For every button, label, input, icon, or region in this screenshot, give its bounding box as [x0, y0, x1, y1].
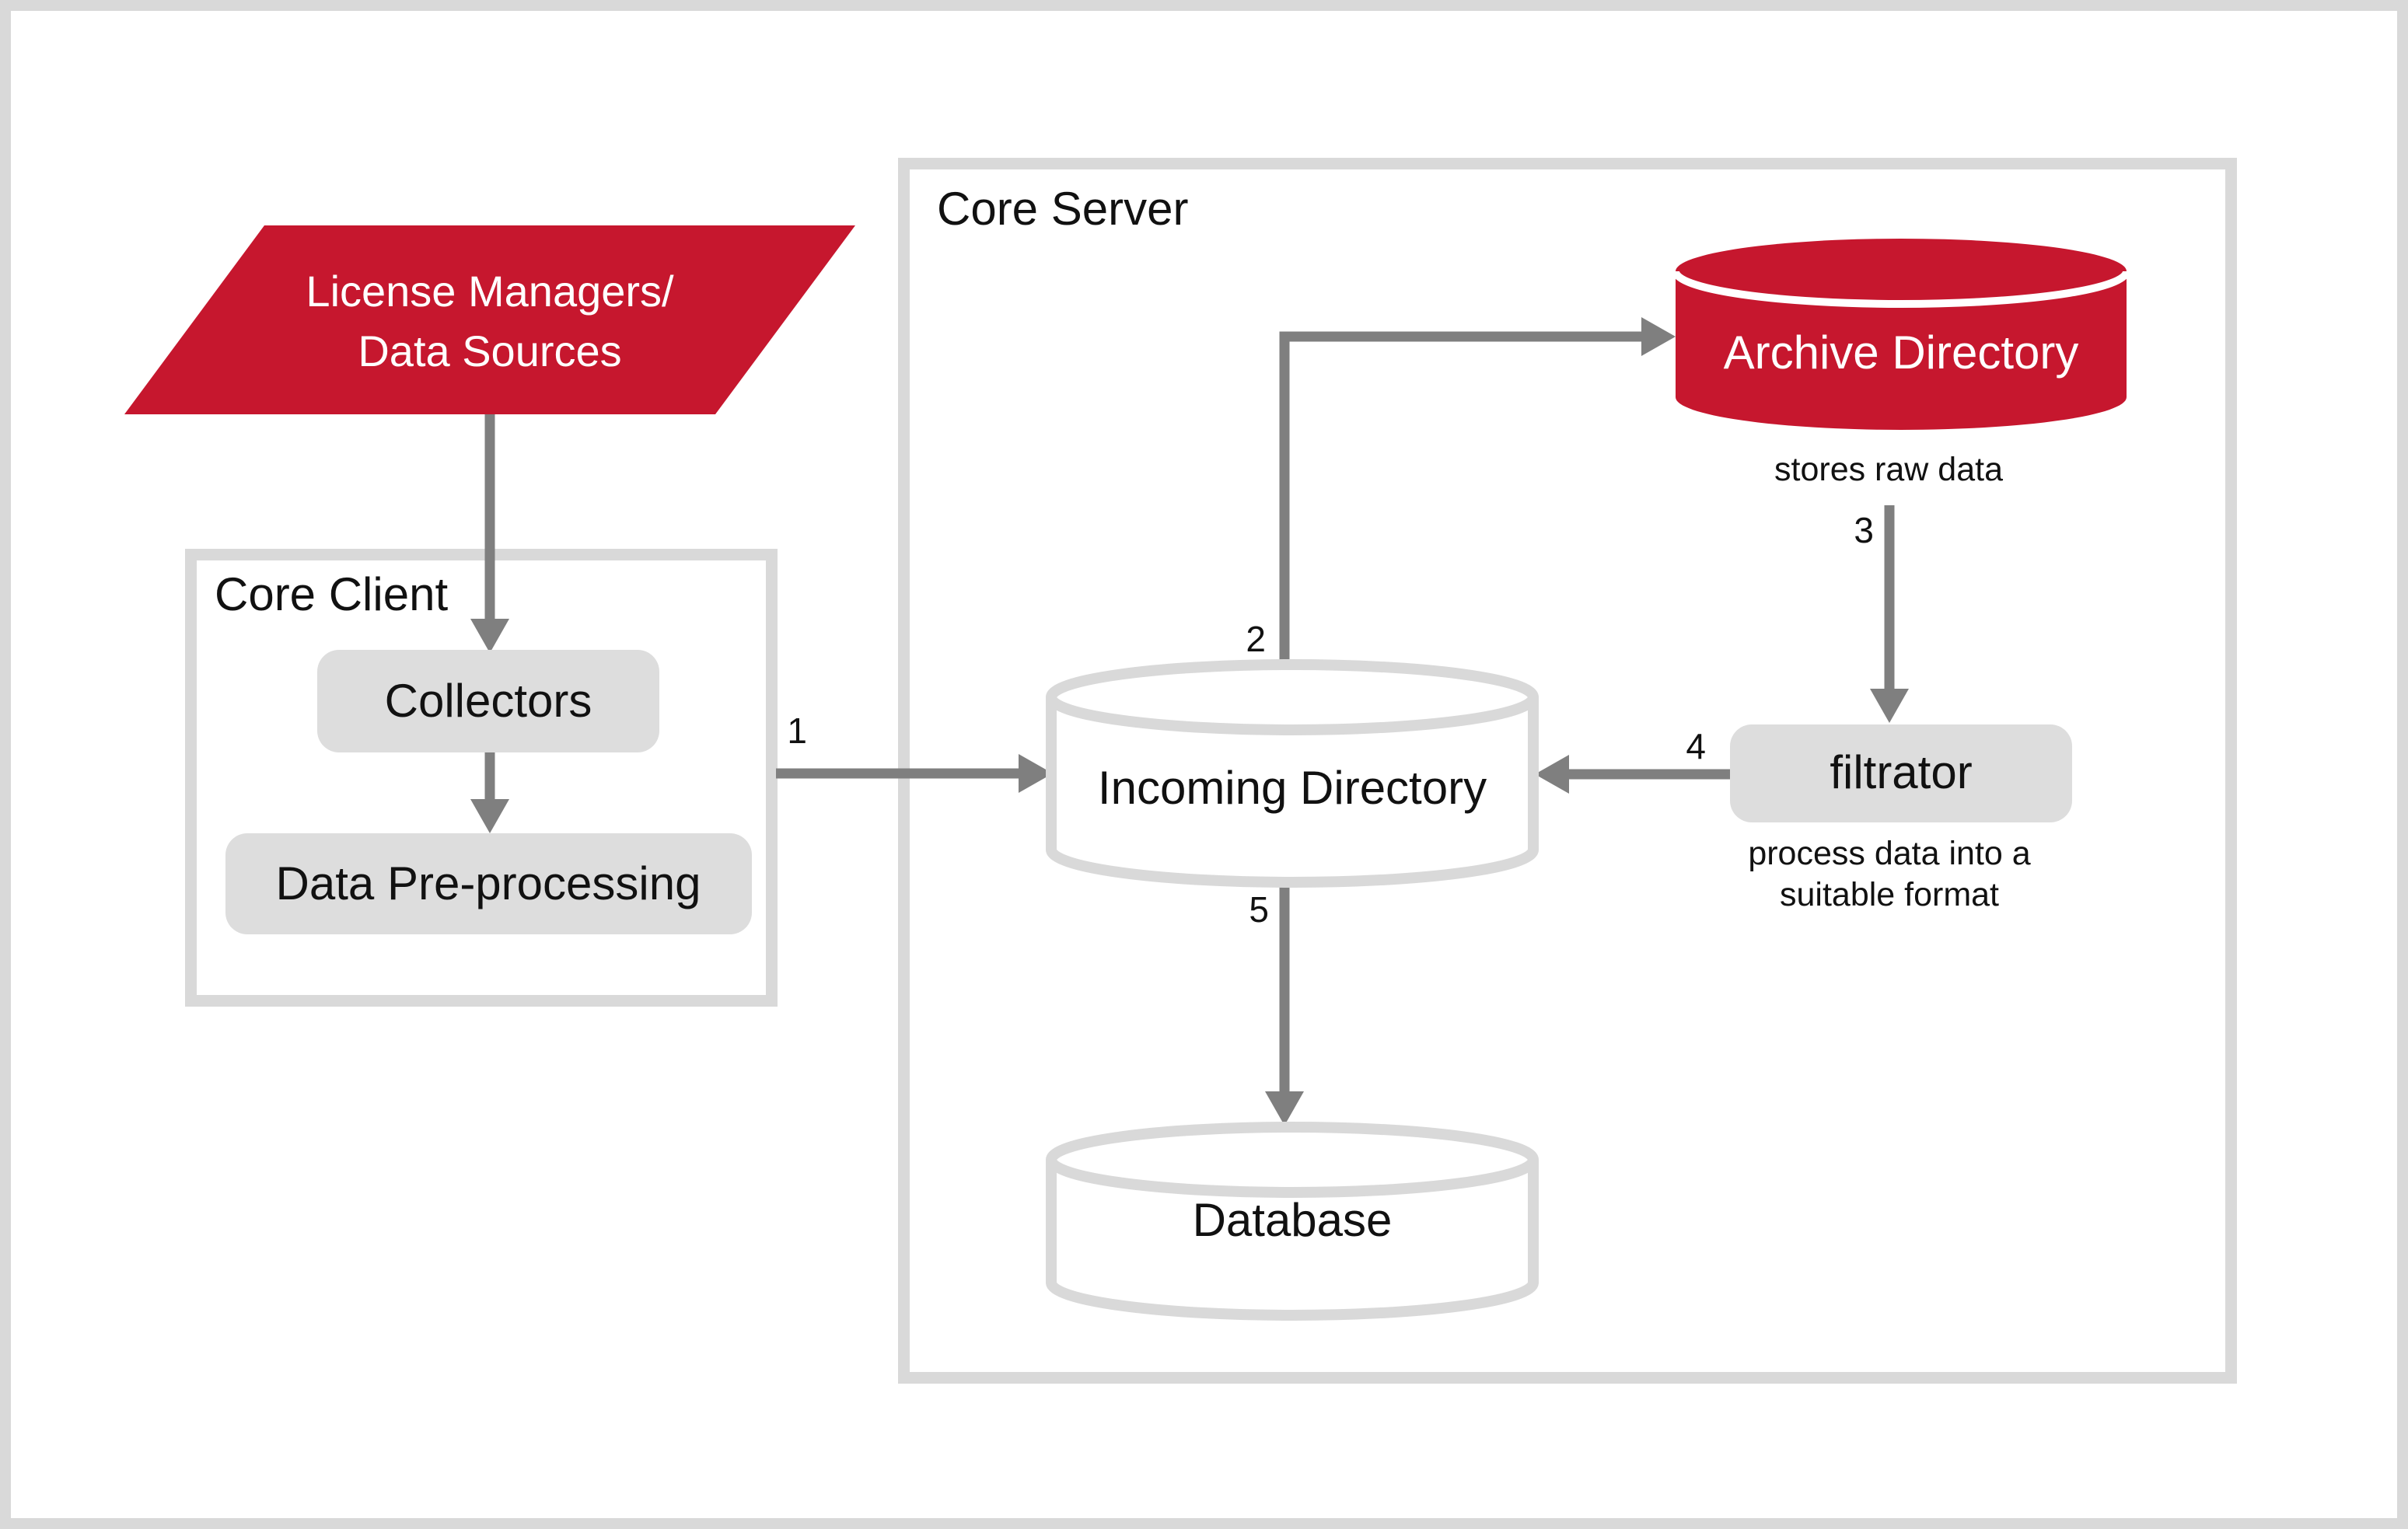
edge-label-3: 3	[1854, 510, 1874, 550]
collectors-label: Collectors	[384, 675, 592, 727]
core-server-group-label: Core Server	[937, 183, 1189, 235]
filtrator-label: filtrator	[1830, 746, 1973, 798]
license-managers-label-line1: License Managers/	[306, 267, 674, 316]
filtrator-caption-line1: process data into a	[1748, 835, 2031, 873]
incoming-directory-label: Incoming Directory	[1097, 762, 1487, 814]
database-label: Database	[1192, 1194, 1393, 1246]
database-cylinder	[1046, 1122, 1539, 1321]
core-client-group-label: Core Client	[215, 568, 449, 620]
incoming-directory-cylinder	[1046, 659, 1539, 888]
license-managers-label-line2: Data Sources	[358, 326, 622, 376]
edge-label-4: 4	[1686, 726, 1706, 766]
collectors-node	[317, 650, 659, 752]
license-managers-parallelogram	[124, 225, 855, 414]
edge-label-2: 2	[1246, 619, 1266, 659]
archive-directory-cylinder	[1672, 239, 2130, 430]
arrow-4-filtrator-to-incoming	[1535, 755, 1742, 794]
archive-directory-caption: stores raw data	[1774, 451, 2003, 489]
arrow-3-archive-to-filtrator	[1870, 505, 1909, 723]
filtrator-node	[1730, 724, 2072, 822]
arrow-2-incoming-to-archive	[1279, 317, 1676, 665]
arrow-sources-to-collectors	[470, 414, 509, 653]
arrow-1-client-to-incoming	[776, 754, 1053, 793]
archive-directory-label: Archive Directory	[1723, 326, 2079, 379]
edge-label-5: 5	[1249, 889, 1269, 930]
edge-label-1: 1	[787, 710, 807, 751]
arrow-collectors-to-preprocessing	[470, 752, 509, 833]
filtrator-caption-line2: suitable format	[1779, 876, 2000, 914]
data-preprocessing-label: Data Pre-processing	[275, 857, 701, 909]
data-preprocessing-node	[225, 833, 752, 934]
arrow-5-incoming-to-database	[1265, 882, 1304, 1126]
